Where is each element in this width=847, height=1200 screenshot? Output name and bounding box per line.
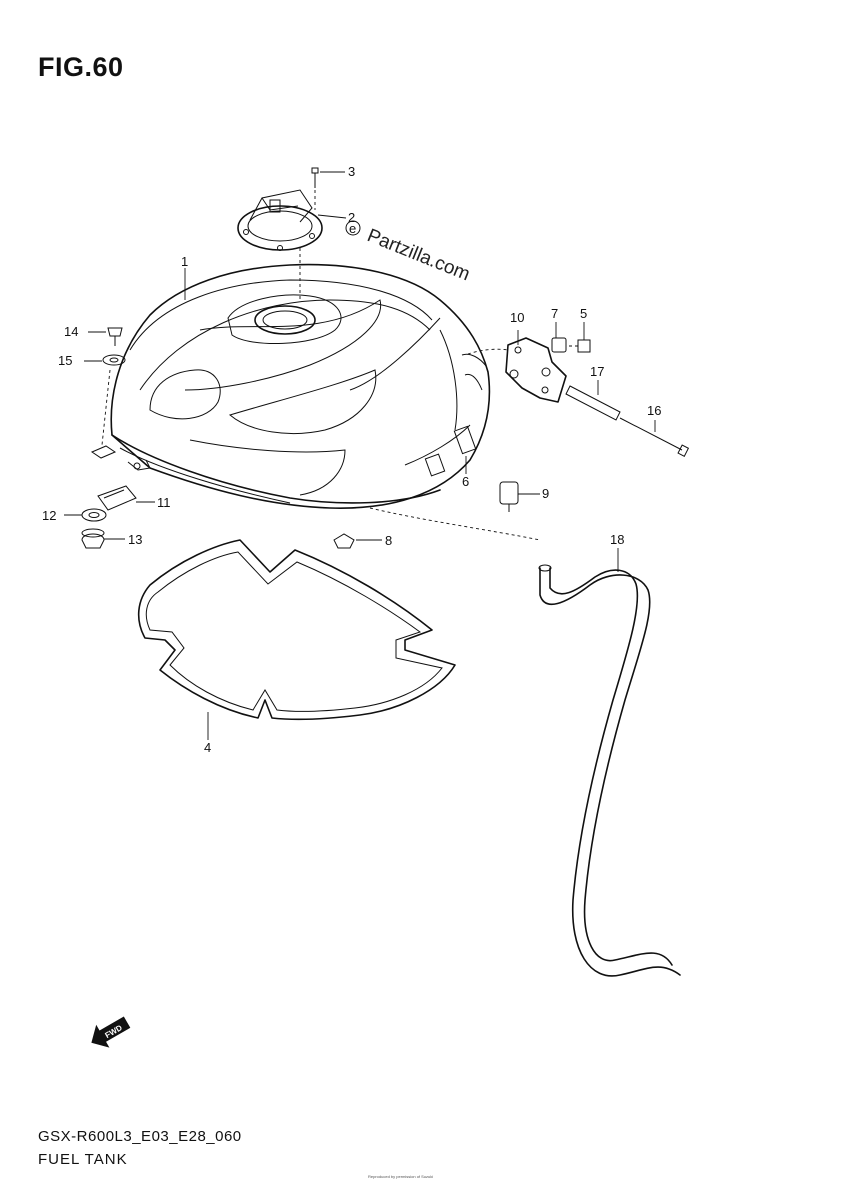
callout-8: 8 — [385, 533, 392, 548]
callout-labels: 3 2 1 14 15 10 7 5 17 16 6 9 11 12 13 8 … — [42, 164, 661, 755]
callout-7: 7 — [551, 306, 558, 321]
fuel-tank — [90, 263, 491, 509]
bolt-5 — [566, 339, 591, 353]
cushion-11 — [97, 485, 137, 511]
callout-2: 2 — [348, 210, 355, 225]
watermark-symbol: e — [349, 221, 356, 236]
drawing-code: GSX-R600L3_E03_E28_060 — [38, 1128, 242, 1145]
callout-14: 14 — [64, 324, 78, 339]
callout-6: 6 — [462, 474, 469, 489]
washer-15 — [101, 354, 126, 446]
bolt-14 — [107, 327, 123, 346]
screw-3 — [311, 167, 319, 210]
callout-9: 9 — [542, 486, 549, 501]
callout-18: 18 — [610, 532, 624, 547]
callout-12: 12 — [42, 508, 56, 523]
damper-9 — [499, 481, 519, 512]
callout-17: 17 — [590, 364, 604, 379]
bushing-13 — [81, 528, 105, 549]
callout-4: 4 — [204, 740, 211, 755]
washer-12 — [81, 508, 107, 522]
drawing-name: FUEL TANK — [38, 1151, 128, 1168]
figure-title: FIG.60 — [38, 52, 124, 82]
watermark-text: Partzilla.com — [364, 225, 473, 285]
callout-11: 11 — [157, 495, 171, 510]
callout-3: 3 — [348, 164, 355, 179]
watermark: e Partzilla.com — [345, 220, 473, 285]
fuel-cap — [237, 189, 323, 300]
callout-1: 1 — [181, 254, 188, 269]
callout-5: 5 — [580, 306, 587, 321]
leader-lines — [64, 171, 656, 740]
breather-hose — [369, 507, 681, 977]
callout-13: 13 — [128, 532, 142, 547]
bolt-16 — [619, 417, 690, 457]
callout-15: 15 — [58, 353, 72, 368]
copyright-note: Reproduced by permission of Suzuki — [368, 1174, 434, 1179]
nut-8 — [333, 533, 355, 549]
callout-10: 10 — [510, 310, 524, 325]
pipe-17 — [565, 385, 621, 421]
seal-4 — [137, 539, 456, 721]
callout-16: 16 — [647, 403, 661, 418]
collar-7 — [551, 337, 567, 353]
bracket-10 — [467, 337, 567, 403]
fwd-arrow-icon: FWD — [91, 1016, 131, 1048]
